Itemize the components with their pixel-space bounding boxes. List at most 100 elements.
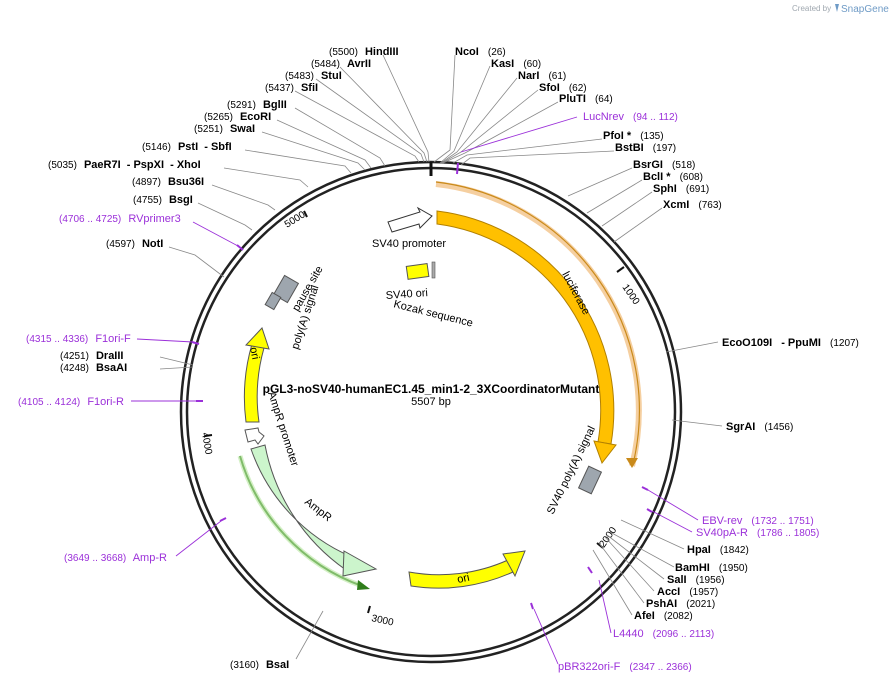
enzyme-afei: AfeI (2082): [634, 610, 693, 622]
enzyme-ncoi: NcoI (26): [455, 46, 506, 58]
tick-label-3000: 3000: [370, 613, 394, 628]
tick-label-1000: 1000: [620, 282, 642, 307]
enzyme-sfoi: SfoI (62): [539, 82, 587, 94]
tick-1000: [616, 266, 625, 273]
leader-bcli: [586, 179, 643, 214]
leader-sfii: [294, 90, 420, 163]
luciferase-outer-line: [435, 181, 640, 461]
enzyme-hpai: HpaI (1842): [687, 544, 749, 556]
primer-pbr322ori-f: pBR322ori-F (2347 .. 2366): [558, 661, 692, 673]
leader-bsaai: [159, 366, 194, 370]
enzyme-xcmi: XcmI (763): [663, 199, 722, 211]
enzyme-sfii: (5437) SfiI: [265, 82, 318, 94]
kozak-label: Kozak sequence: [392, 298, 474, 329]
leader-l4440: [598, 579, 612, 634]
ampr-promoter-label: AmpR promoter: [265, 390, 301, 468]
enzyme-sgrai: SgrAI (1456): [726, 421, 793, 433]
enzyme-acci: AccI (1957): [657, 586, 718, 598]
sv40-promoter-arrow: [387, 206, 433, 233]
primer-mark-ebv-rev: [641, 486, 649, 491]
leader-noti: [168, 246, 225, 278]
snapgene-text: SnapGene: [841, 4, 889, 15]
enzyme-draiii: (4251) DraIII: [60, 350, 123, 362]
leader-stui: [315, 78, 425, 163]
polya-signal-box: [264, 291, 282, 311]
primer-labels: LucNrev (94 .. 112) (4706 .. 4725) RVpri…: [18, 111, 819, 673]
leader-bglii: [294, 107, 386, 167]
leader-sphi: [601, 191, 653, 227]
leader-pluti: [442, 101, 559, 164]
leader-hpai: [620, 519, 685, 550]
plasmid-name: pGL3-noSV40-humanEC1.45_min1-2_3XCoordin…: [263, 382, 600, 396]
luciferase-outer-arrowhead: [626, 458, 638, 468]
leader-kasi: [439, 65, 491, 164]
primer-f1ori-r: (4105 .. 4124) F1ori-R: [18, 396, 124, 408]
leader-lucnrev: [460, 116, 578, 153]
primer-lucnrev: LucNrev (94 .. 112): [583, 111, 678, 123]
enzyme-nari: NarI (61): [518, 70, 566, 82]
created-by-text: Created by: [792, 4, 831, 13]
leader-amp-r: [175, 520, 222, 557]
enzyme-pshai: PshAI (2021): [646, 598, 715, 610]
enzyme-sphi: SphI (691): [653, 183, 709, 195]
tick-5000: [303, 210, 308, 218]
enzyme-bglii: (5291) BglII: [227, 99, 287, 111]
ori-bottom-label: ori: [456, 572, 470, 586]
ori-bottom-arrowhead: [502, 550, 526, 578]
primer-ebv-rev: EBV-rev (1732 .. 1751): [702, 515, 814, 527]
leader-hindiii: [382, 54, 430, 163]
enzyme-stui: (5483) StuI: [285, 70, 342, 82]
leader-pshai: [598, 542, 645, 604]
enzyme-avrii: (5484) AvrII: [311, 58, 371, 70]
primer-mark-amp-r: [219, 517, 227, 522]
snapgene-branding: Created by SnapGene: [792, 4, 889, 15]
enzyme-sali: SalI (1956): [667, 574, 725, 586]
enzyme-ecoo109i-ppumi: EcoO109I - PpuMI (1207): [722, 337, 859, 349]
leader-pbr322ori-f: [533, 608, 559, 665]
leader-ecoo109i: [665, 341, 719, 353]
enzyme-labels: (5500) HindIII (5484) AvrII (5483) StuI …: [48, 46, 859, 671]
ampr-promoter-arrow: [244, 427, 265, 445]
leader-draiii: [159, 356, 194, 366]
enzyme-bsgi: (4755) BsgI: [133, 194, 193, 206]
luciferase-outer-highlight: [435, 181, 642, 467]
primer-mark-l4440: [587, 566, 593, 574]
tick-3000: [367, 605, 371, 614]
leader-ncoi: [433, 54, 456, 163]
enzyme-bcli: BclI * (608): [643, 171, 703, 183]
primer-mark-pbr322ori-f: [530, 602, 534, 610]
primer-rvprimer3: (4706 .. 4725) RVprimer3: [59, 213, 181, 225]
enzyme-bsrgi: BsrGI (518): [633, 159, 695, 171]
enzyme-bamhi: BamHI (1950): [675, 562, 748, 574]
ori-left-arrowhead: [244, 327, 270, 350]
leader-xhoi: [223, 167, 309, 188]
primer-leader-lines: [131, 116, 699, 665]
leader-sgrai: [671, 419, 723, 427]
leader-sali: [606, 534, 665, 580]
primer-f1ori-f: (4315 .. 4336) F1ori-F: [26, 333, 131, 345]
enzyme-bsai: (3160) BsaI: [230, 659, 289, 671]
leader-f1ori-f: [136, 338, 194, 343]
ampr-arrowhead: [342, 550, 378, 577]
enzyme-bsaai: (4248) BsaAI: [60, 362, 127, 374]
luciferase-arrowhead: [593, 440, 617, 465]
primer-mark-lucnrev: [456, 162, 459, 175]
primer-sv40pa-r: SV40pA-R (1786 .. 1805): [696, 527, 819, 539]
enzyme-hindiii: (5500) HindIII: [329, 46, 399, 58]
plasmid-length: 5507 bp: [411, 396, 451, 408]
enzyme-swai: (5251) SwaI: [194, 123, 255, 135]
ampr-outer-highlight: [237, 455, 363, 589]
enzyme-bstbi: BstBI (197): [615, 142, 676, 154]
tick-label-4000: 4000: [199, 432, 214, 456]
leader-nari: [440, 77, 518, 164]
sv40-ori-box: [405, 262, 430, 280]
enzyme-pluti: PluTI (64): [559, 93, 613, 105]
leader-acci: [604, 536, 655, 592]
sv40-ori-label: SV40 ori: [385, 287, 428, 302]
leader-xcmi: [613, 207, 663, 243]
ori-left-label: ori: [247, 346, 261, 360]
primer-amp-r: (3649 .. 3668) Amp-R: [64, 552, 167, 564]
sv40-polya-box: [577, 465, 603, 495]
enzyme-ecori: (5265) EcoRI: [204, 111, 271, 123]
